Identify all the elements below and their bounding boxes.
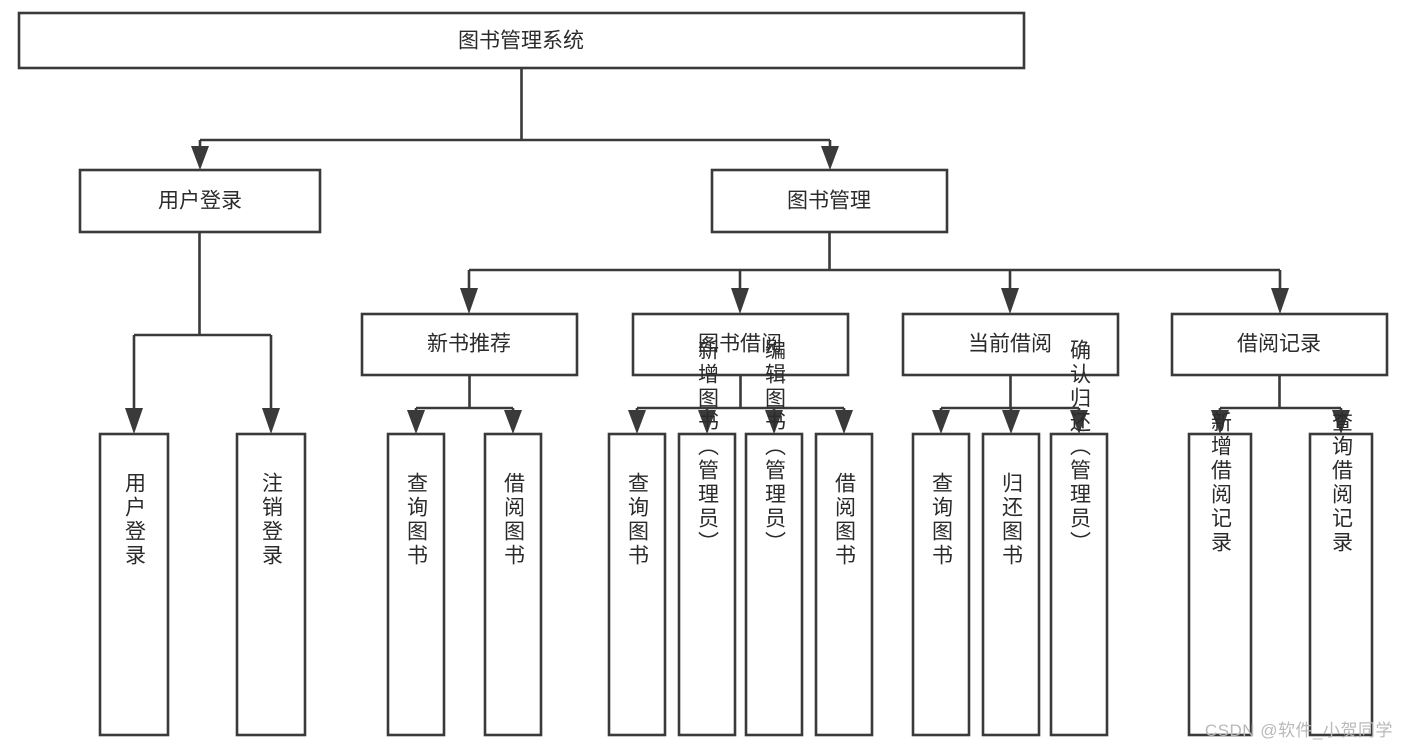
leaf-cu-return-book[interactable]: 归还图书 (981, 432, 1041, 737)
arrow-head-record (1271, 288, 1289, 314)
leaf-user-login-label: 用户登录 (123, 472, 147, 568)
leaf-nb-query-book[interactable]: 查询图书 (386, 432, 446, 737)
leaf-cu-return-book-box[interactable] (981, 432, 1041, 737)
leaf-cu-confirm-return-admin-label: 确认归还（管理员） (1068, 339, 1092, 555)
leaf-bo-query-book-label: 查询图书 (626, 472, 650, 568)
arrow-head-user-login-leaf (125, 408, 143, 434)
connector-layer (125, 68, 1350, 434)
arrow-head-bo-add (698, 410, 716, 434)
leaf-nb-query-book-box[interactable] (386, 432, 446, 737)
leaf-nb-borrow-book-label: 借阅图书 (502, 472, 526, 568)
leaf-re-query-record[interactable]: 查询借阅记录 (1308, 411, 1374, 737)
leaf-bo-borrow-book[interactable]: 借阅图书 (814, 432, 874, 737)
leaf-re-add-record[interactable]: 新增借阅记录 (1187, 411, 1253, 737)
leaf-bo-edit-book-admin-box[interactable] (744, 432, 804, 737)
arrow-head-nb-query (407, 410, 425, 434)
leaf-cu-query-book-label: 查询图书 (930, 472, 954, 568)
arrow-head-cu-return (1002, 410, 1020, 434)
leaf-re-add-record-box[interactable] (1187, 432, 1253, 737)
leaf-cu-query-book[interactable]: 查询图书 (911, 432, 971, 737)
leaf-logout[interactable]: 注销登录 (235, 432, 307, 737)
node-user-login-label: 用户登录 (158, 190, 242, 213)
node-borrow-record-label: 借阅记录 (1237, 333, 1321, 356)
arrow-head-cu-query (932, 410, 950, 434)
node-book-management-label: 图书管理 (787, 190, 871, 213)
node-borrow-record[interactable]: 借阅记录 (1170, 312, 1389, 377)
leaf-re-query-record-box[interactable] (1308, 432, 1374, 737)
leaf-nb-query-book-label: 查询图书 (405, 472, 429, 568)
node-new-book-recommend-label: 新书推荐 (427, 333, 511, 356)
node-book-management-box[interactable] (710, 168, 949, 234)
node-current-borrow-box[interactable] (901, 312, 1120, 377)
node-book-management[interactable]: 图书管理 (710, 168, 949, 234)
leaf-bo-edit-book-admin[interactable]: 编辑图书（管理员） (744, 339, 804, 737)
arrow-head-bo-edit (765, 410, 783, 434)
node-new-book-recommend[interactable]: 新书推荐 (360, 312, 579, 377)
leaf-cu-query-book-box[interactable] (911, 432, 971, 737)
node-book-borrow[interactable]: 图书借阅 (631, 312, 850, 377)
arrow-head-nb-borrow (504, 410, 522, 434)
node-user-login[interactable]: 用户登录 (78, 168, 322, 234)
arrow-head-re-query (1332, 410, 1350, 434)
leaf-bo-query-book-box[interactable] (607, 432, 667, 737)
arrow-head-borrow (731, 288, 749, 314)
arrow-head-current (1001, 288, 1019, 314)
leaf-user-login[interactable]: 用户登录 (98, 432, 170, 737)
leaf-bo-edit-book-admin-label: 编辑图书（管理员） (763, 339, 787, 555)
node-current-borrow[interactable]: 当前借阅 (901, 312, 1120, 377)
arrow-head-book-mgmt (821, 146, 839, 170)
node-current-borrow-label: 当前借阅 (968, 333, 1052, 356)
arrow-head-bo-borrow (835, 410, 853, 434)
arrow-head-bo-query (628, 410, 646, 434)
node-root-label: 图书管理系统 (458, 30, 584, 53)
leaf-bo-add-book-admin[interactable]: 新增图书（管理员） (677, 339, 737, 737)
arrow-head-logout-leaf (262, 408, 280, 434)
leaf-cu-confirm-return-admin-box[interactable] (1049, 432, 1109, 737)
node-root[interactable]: 图书管理系统 (17, 11, 1026, 70)
leaf-re-query-record-label: 查询借阅记录 (1330, 411, 1354, 555)
node-book-borrow-box[interactable] (631, 312, 850, 377)
node-user-login-box[interactable] (78, 168, 322, 234)
leaf-bo-borrow-book-label: 借阅图书 (833, 472, 857, 568)
node-root-box[interactable] (17, 11, 1026, 70)
leaf-logout-label: 注销登录 (260, 472, 284, 568)
arrow-head-cu-confirm (1070, 410, 1088, 434)
leaf-bo-borrow-book-box[interactable] (814, 432, 874, 737)
arrow-head-user-login (191, 146, 209, 170)
leaf-nb-borrow-book-box[interactable] (483, 432, 543, 737)
leaf-bo-query-book[interactable]: 查询图书 (607, 432, 667, 737)
leaf-logout-box[interactable] (235, 432, 307, 737)
node-borrow-record-box[interactable] (1170, 312, 1389, 377)
arrow-head-newbook (460, 288, 478, 314)
node-new-book-recommend-box[interactable] (360, 312, 579, 377)
leaf-bo-add-book-admin-box[interactable] (677, 432, 737, 737)
leaf-user-login-box[interactable] (98, 432, 170, 737)
leaf-bo-add-book-admin-label: 新增图书（管理员） (696, 339, 720, 555)
leaf-cu-confirm-return-admin[interactable]: 确认归还（管理员） (1049, 339, 1109, 737)
leaf-cu-return-book-label: 归还图书 (1000, 472, 1024, 568)
node-book-borrow-label: 图书借阅 (698, 333, 782, 356)
leaf-re-add-record-label: 新增借阅记录 (1209, 411, 1233, 555)
leaf-nb-borrow-book[interactable]: 借阅图书 (483, 432, 543, 737)
arrow-head-re-add (1211, 410, 1229, 434)
